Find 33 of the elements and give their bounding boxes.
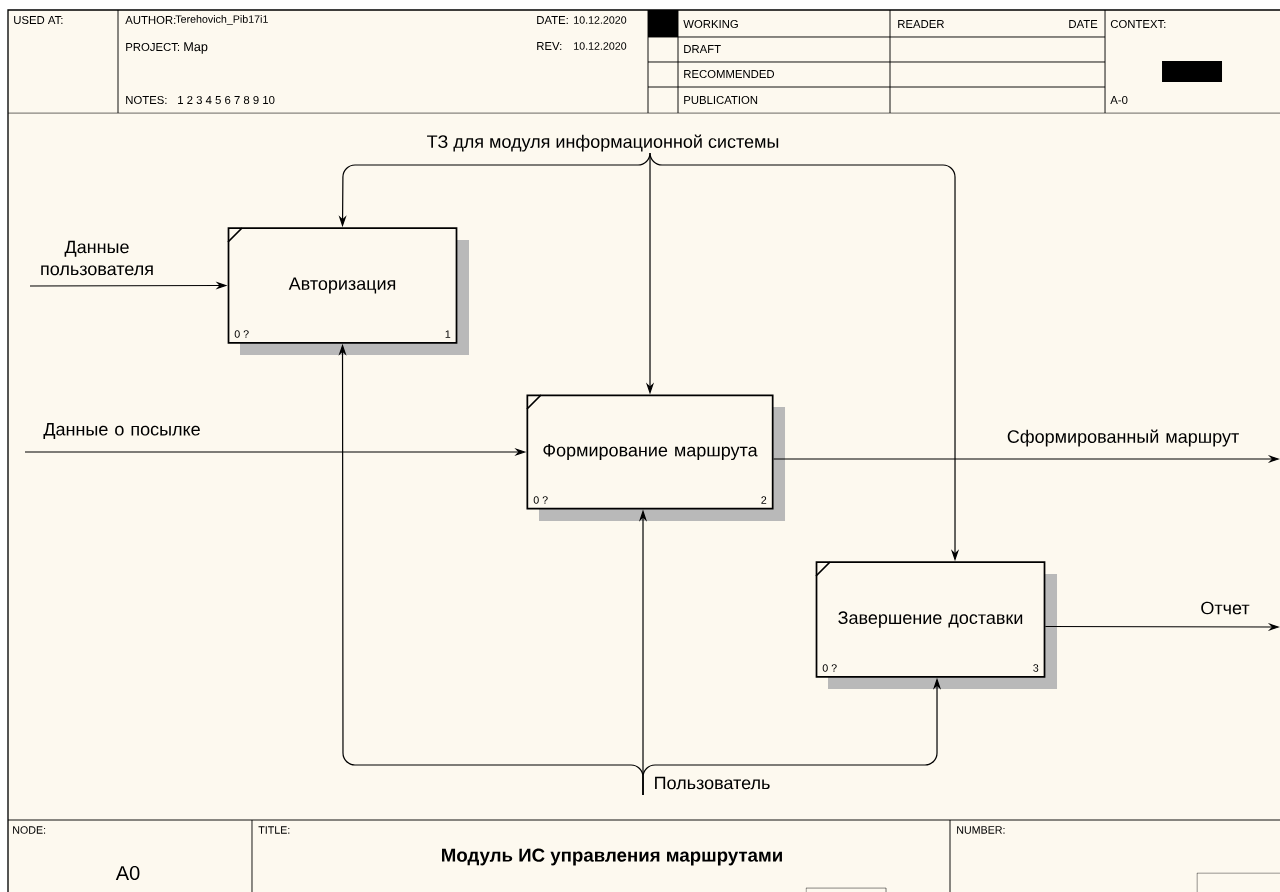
frame-label: CONTEXT: <box>1110 20 1166 28</box>
frame-label: 1 2 3 4 5 6 7 8 9 10 <box>178 96 275 104</box>
frame-label: 10.12.2020 <box>574 42 627 50</box>
frame-label: AUTHOR: <box>125 16 176 24</box>
frame-label: Terehovich_Pib17i1 <box>175 15 268 25</box>
frame-label: Map <box>184 42 208 54</box>
frame-label: PROJECT: <box>126 43 180 51</box>
activity-box: Формирование маршрута 0 ? 2 <box>526 394 785 521</box>
edge-label: Отчет <box>1201 601 1250 615</box>
frame-label: 10.12.2020 <box>574 16 627 24</box>
frame-label: DRAFT <box>684 45 721 53</box>
frame-label: TITLE: <box>258 826 290 834</box>
frame-label: WORKING <box>683 20 738 28</box>
frame-label: PUBLICATION <box>684 96 758 104</box>
edge-label: Сформированный маршрут <box>1007 429 1239 447</box>
frame-label: RECOMMENDED <box>684 70 774 78</box>
frame-label: USED AT: <box>14 16 63 24</box>
edge-label: Данные о посылке <box>43 423 200 439</box>
frame-label: NODE: <box>13 826 46 834</box>
frame-label: REV: <box>537 42 562 50</box>
activity-box: Авторизация 0 ? 1 <box>227 227 469 355</box>
edge-label: Данные пользователя <box>41 240 153 276</box>
frame-label: DATE: <box>537 16 568 24</box>
frame-label: NUMBER: <box>957 826 1005 834</box>
activity-box: Завершение доставки 0 ? 3 <box>815 561 1057 689</box>
frame-label: A-0 <box>1110 96 1128 104</box>
frame-label: DATE <box>1069 20 1098 28</box>
diagram-title: Модуль ИС управления маршрутами <box>442 848 782 866</box>
frame-label: A0 <box>115 865 140 881</box>
frame-label: READER <box>898 20 944 28</box>
arrow-label: ТЗ для модуля информационной системы <box>427 134 779 152</box>
arrow-label: Пользователь <box>655 776 770 790</box>
frame-label: NOTES: <box>126 96 167 104</box>
